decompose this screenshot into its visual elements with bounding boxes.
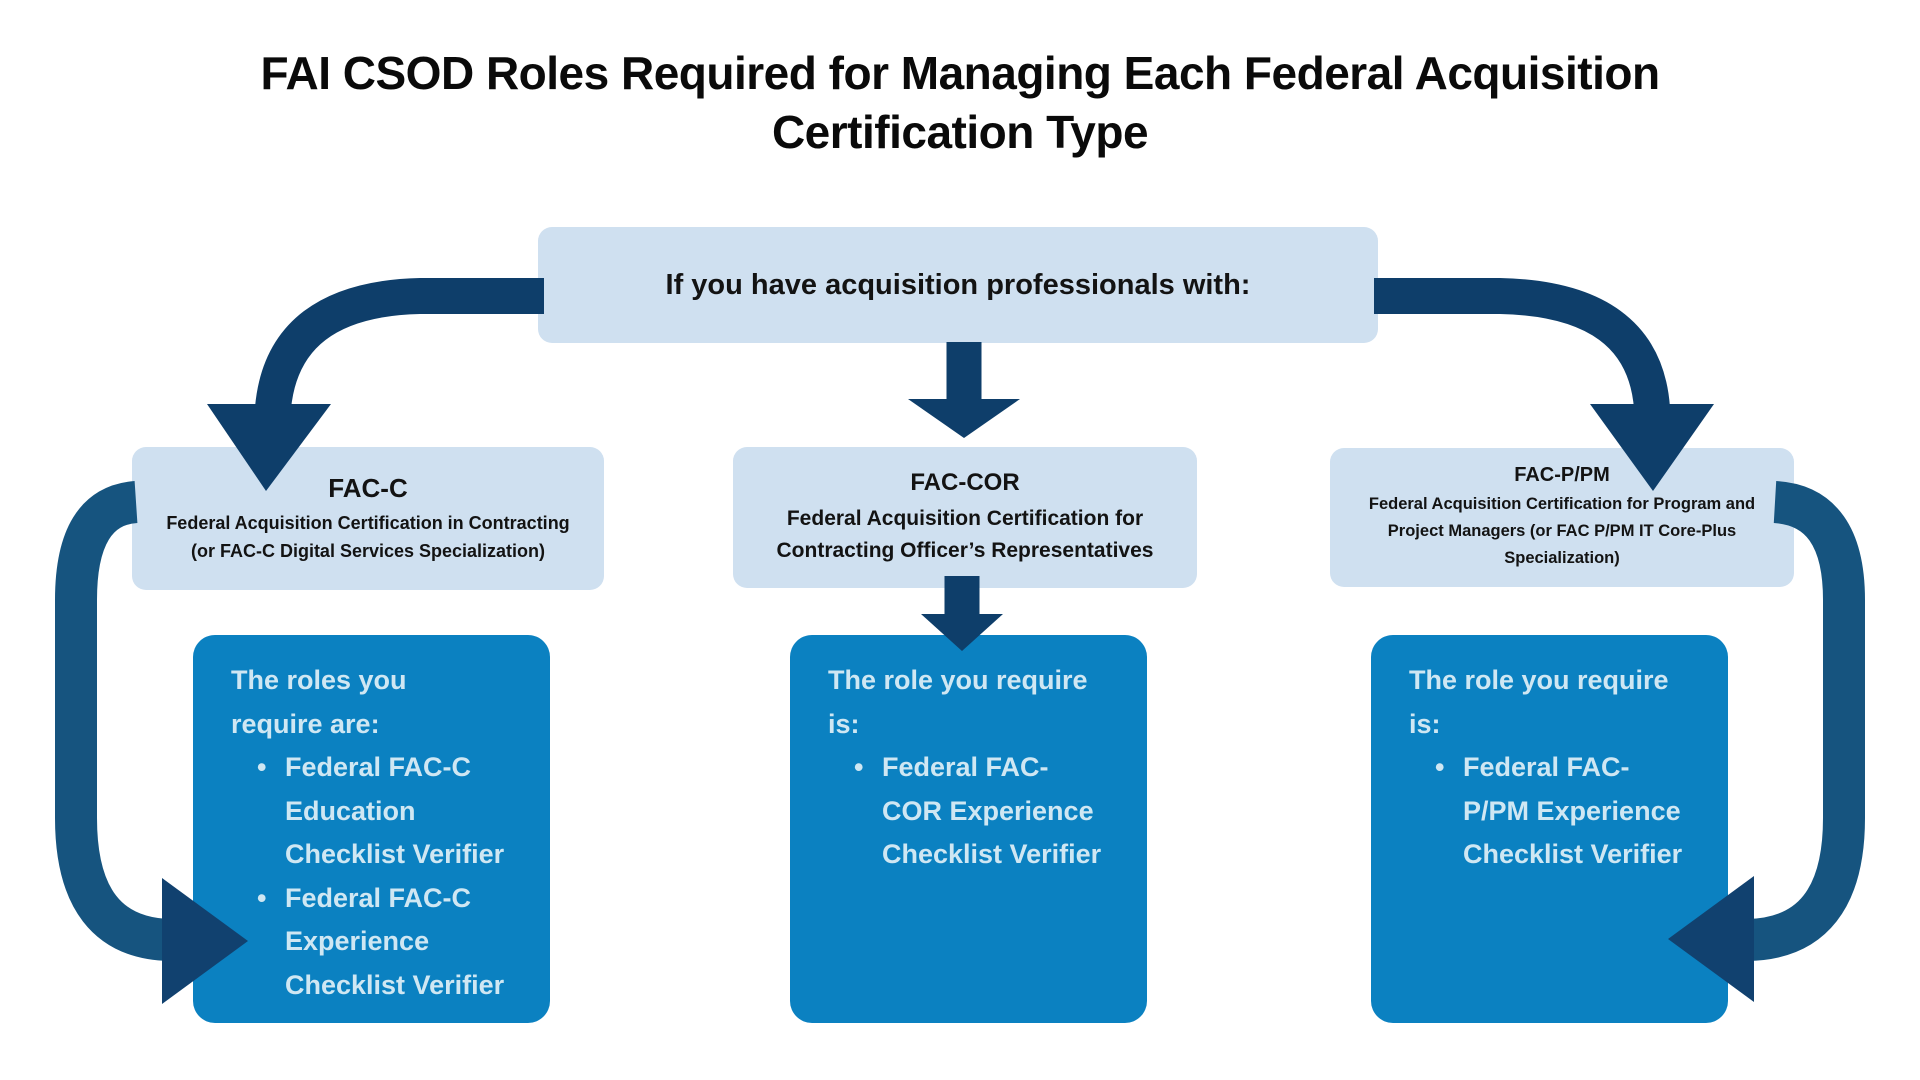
role-box-fac-ppm: The role you require is: Federal FAC- P/…: [1371, 635, 1728, 1023]
cert-subtitle-fac-ppm: Federal Acquisition Certification for Pr…: [1368, 494, 1756, 567]
role-intro-fac-ppm: The role you require is:: [1409, 665, 1669, 739]
role-item: Federal FAC-C Education Checklist Verifi…: [231, 746, 534, 877]
arrow-root-to-fac-cor: [908, 342, 1020, 438]
page-title: FAI CSOD Roles Required for Managing Eac…: [260, 47, 1660, 158]
role-item: Federal FAC-C Experience Checklist Verif…: [231, 877, 534, 1008]
root-condition-label: If you have acquisition professionals wi…: [665, 268, 1251, 301]
cert-subtitle-fac-c: Federal Acquisition Certification in Con…: [166, 512, 570, 561]
cert-box-fac-ppm: FAC-P/PM Federal Acquisition Certificati…: [1330, 448, 1794, 587]
cert-title-fac-ppm: FAC-P/PM: [1514, 463, 1610, 486]
role-box-fac-c: The roles you require are: Federal FAC-C…: [193, 635, 550, 1023]
role-list-fac-cor: Federal FAC- COR Experience Checklist Ve…: [828, 746, 1131, 877]
role-item: Federal FAC- COR Experience Checklist Ve…: [828, 746, 1131, 877]
root-condition-box: If you have acquisition professionals wi…: [538, 227, 1378, 343]
cert-title-fac-cor: FAC-COR: [910, 468, 1020, 496]
cert-box-fac-c: FAC-C Federal Acquisition Certification …: [132, 447, 604, 590]
role-item: Federal FAC- P/PM Experience Checklist V…: [1409, 746, 1712, 877]
role-list-fac-ppm: Federal FAC- P/PM Experience Checklist V…: [1409, 746, 1712, 877]
role-list-fac-c: Federal FAC-C Education Checklist Verifi…: [231, 746, 534, 1007]
role-intro-fac-cor: The role you require is:: [828, 665, 1088, 739]
cert-title-fac-c: FAC-C: [328, 472, 408, 503]
role-intro-fac-c: The roles you require are:: [231, 665, 407, 739]
cert-box-fac-cor: FAC-COR Federal Acquisition Certificatio…: [733, 447, 1197, 588]
cert-subtitle-fac-cor: Federal Acquisition Certification for Co…: [776, 506, 1154, 562]
role-box-fac-cor: The role you require is: Federal FAC- CO…: [790, 635, 1147, 1023]
